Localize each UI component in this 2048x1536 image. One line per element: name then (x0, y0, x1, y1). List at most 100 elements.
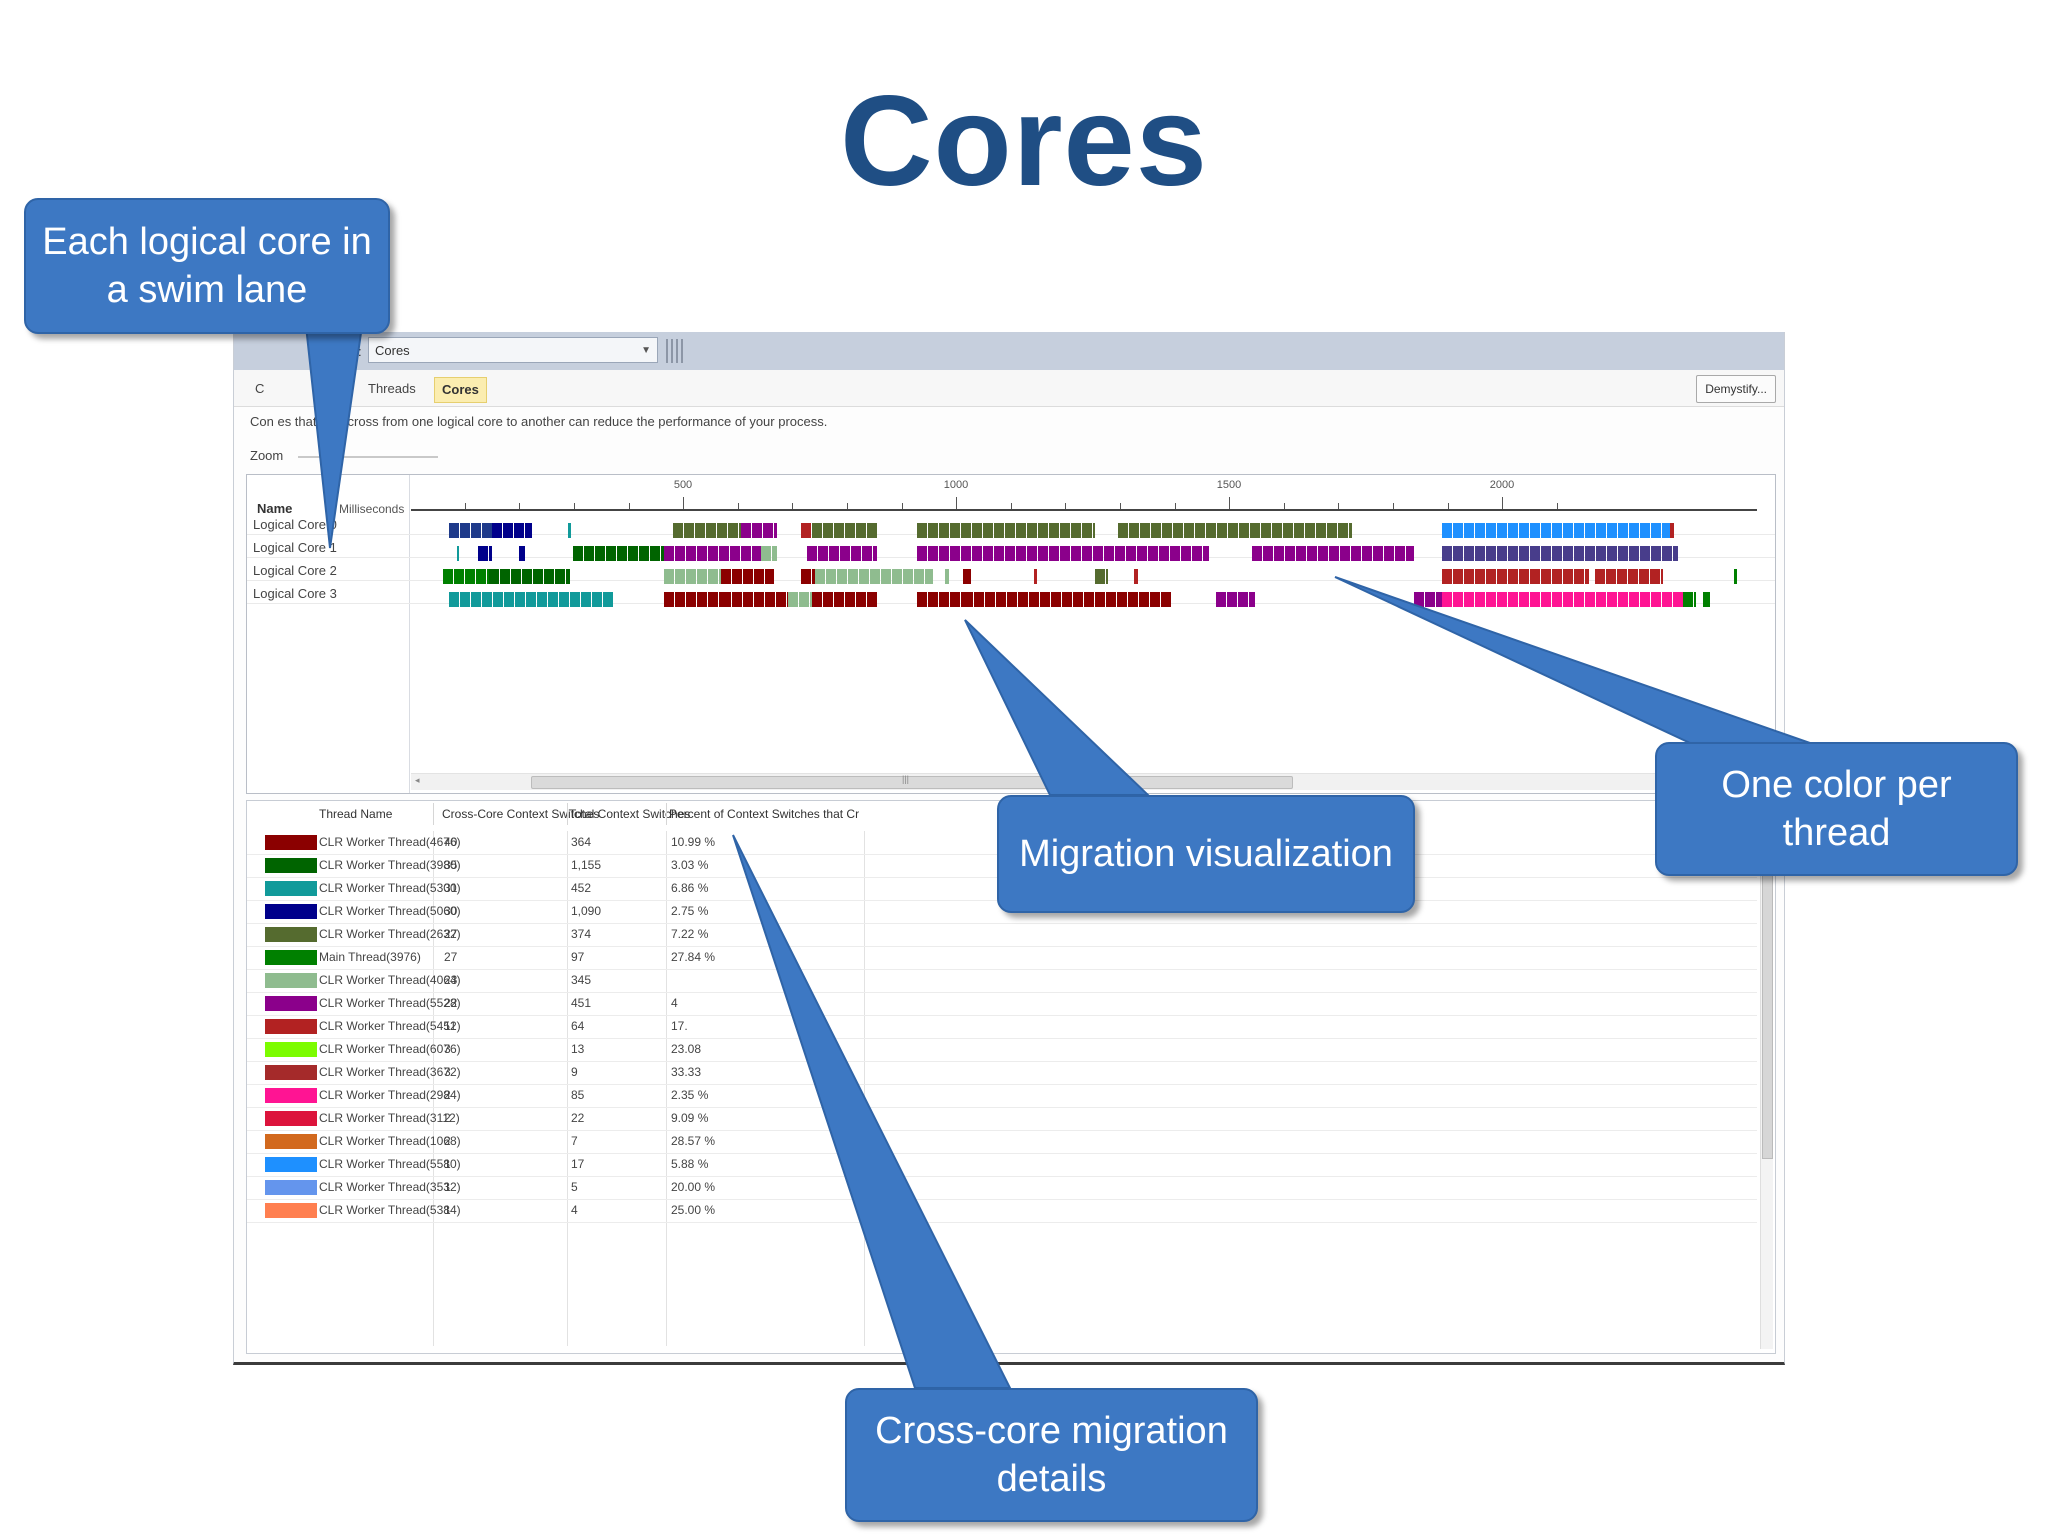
view-select[interactable]: Cores ▼ (368, 337, 658, 363)
scrollbar-thumb[interactable]: ||| (531, 774, 1293, 789)
core-2-thread-segment[interactable] (945, 569, 950, 584)
zoom-slider[interactable] (298, 456, 438, 458)
lane-names-column: Name Milliseconds Logical Core 0 Logical… (247, 475, 410, 793)
core-3-thread-segment[interactable] (1703, 592, 1710, 607)
thread-color-swatch (265, 858, 317, 873)
core-3-thread-segment[interactable] (1413, 592, 1443, 607)
core-1-thread-segment[interactable] (917, 546, 1210, 561)
core-1-thread-segment[interactable] (456, 546, 460, 561)
core-3-thread-segment[interactable] (448, 592, 560, 607)
cell-pct: 4 (671, 996, 678, 1010)
cell-total: 17 (571, 1157, 585, 1171)
tab-cpu-utilization[interactable]: C (255, 381, 265, 396)
core-0-thread-segment[interactable] (917, 523, 1095, 538)
cell-total: 4 (571, 1203, 578, 1217)
cell-pct: 7.22 % (671, 927, 709, 941)
core-3-thread-segment[interactable] (1215, 592, 1255, 607)
core-1-thread-segment[interactable] (572, 546, 665, 561)
core-2-thread-segment[interactable] (801, 569, 815, 584)
scrollbar-thumb[interactable] (1762, 837, 1773, 1159)
core-0-thread-segment[interactable] (448, 523, 492, 538)
core-2-thread-segment[interactable] (720, 569, 775, 584)
core-0-thread-segment[interactable] (568, 523, 572, 538)
core-2-thread-segment[interactable] (1595, 569, 1663, 584)
core-2-thread-segment[interactable] (1442, 569, 1589, 584)
core-2-thread-segment[interactable] (962, 569, 971, 584)
cell-pct: 9.09 % (671, 1111, 709, 1125)
core-2-thread-segment[interactable] (443, 569, 490, 584)
header-cross-core[interactable]: Cross-Core Context Switches (442, 807, 600, 821)
core-3-thread-segment[interactable] (720, 592, 788, 607)
core-1-thread-segment[interactable] (760, 546, 778, 561)
header-thread-name[interactable]: Thread Name (319, 807, 393, 821)
core-0-thread-segment[interactable] (1669, 523, 1674, 538)
cell-total: 7 (571, 1134, 578, 1148)
timeline-horizontal-scrollbar[interactable]: ◂ ||| ▸ (411, 773, 1757, 790)
toolbar-grip-handle[interactable] (666, 339, 684, 363)
scroll-left-icon[interactable]: ◂ (415, 775, 420, 785)
core-0-thread-segment[interactable] (801, 523, 813, 538)
time-axis (411, 509, 1757, 511)
header-percent[interactable]: Percent of Context Switches that Cr (669, 807, 860, 821)
axis-tick (1120, 503, 1121, 509)
core-1-thread-segment[interactable] (806, 546, 877, 561)
milliseconds-header: Milliseconds (339, 502, 405, 516)
axis-tick (1557, 503, 1558, 509)
axis-tick (629, 503, 630, 509)
tab-cores[interactable]: Cores (434, 377, 487, 403)
core-0-thread-segment[interactable] (812, 523, 877, 538)
thread-color-swatch (265, 1203, 317, 1218)
cell-pct: 23.08 (671, 1042, 702, 1056)
core-1-thread-segment[interactable] (478, 546, 492, 561)
core-2-thread-segment[interactable] (1734, 569, 1737, 584)
core-3-thread-segment[interactable] (962, 592, 1172, 607)
cell-total: 9 (571, 1065, 578, 1079)
core-2-thread-segment[interactable] (814, 569, 934, 584)
header-total-switches[interactable]: Total Context Switches (569, 807, 691, 821)
tab-threads[interactable]: Threads (368, 381, 416, 396)
table-vertical-scrollbar[interactable] (1760, 831, 1773, 1349)
cell-name: CLR Worker Thread(4676) (319, 835, 461, 849)
core-3-thread-segment[interactable] (812, 592, 877, 607)
core-3-thread-segment[interactable] (787, 592, 813, 607)
core-2-thread-segment[interactable] (489, 569, 570, 584)
cell-name: CLR Worker Thread(5528) (319, 996, 461, 1010)
core-2-thread-segment[interactable] (1133, 569, 1138, 584)
core-2-thread-segment[interactable] (664, 569, 721, 584)
core-0-thread-segment[interactable] (1442, 523, 1670, 538)
thread-color-swatch (265, 1088, 317, 1103)
core-3-thread-segment[interactable] (917, 592, 963, 607)
core-1-thread-segment[interactable] (518, 546, 526, 561)
core-0-thread-segment[interactable] (491, 523, 533, 538)
core-3-thread-segment[interactable] (1442, 592, 1683, 607)
core-2-thread-segment[interactable] (1034, 569, 1037, 584)
core-0-thread-segment[interactable] (673, 523, 741, 538)
thread-color-swatch (265, 881, 317, 896)
core-0-thread-segment[interactable] (1117, 523, 1352, 538)
core-3-thread-segment[interactable] (559, 592, 613, 607)
core-1-thread-segment[interactable] (664, 546, 761, 561)
cell-pct: 2.35 % (671, 1088, 709, 1102)
core-1-thread-segment[interactable] (1252, 546, 1414, 561)
demystify-button[interactable]: Demystify... (1696, 375, 1776, 403)
cell-pct: 28.57 % (671, 1134, 716, 1148)
cell-cross: 40 (444, 835, 458, 849)
core-3-thread-segment[interactable] (664, 592, 721, 607)
core-2-thread-segment[interactable] (1094, 569, 1109, 584)
core-1-thread-segment[interactable] (1442, 546, 1678, 561)
core-3-thread-segment[interactable] (1682, 592, 1697, 607)
core-0-thread-segment[interactable] (740, 523, 778, 538)
